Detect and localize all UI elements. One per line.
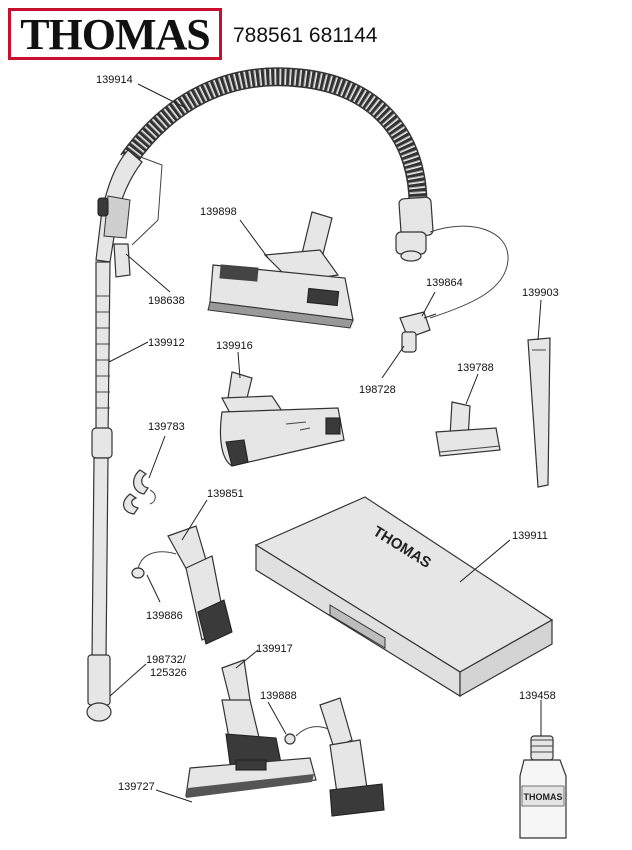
label-139864: 139864 (426, 277, 463, 289)
detergent-bottle-139458: THOMAS (519, 735, 567, 839)
label-198638: 198638 (148, 295, 185, 307)
label-139912: 139912 (148, 337, 185, 349)
label-139914: 139914 (96, 74, 133, 86)
bottle-brand-text: THOMAS (524, 792, 563, 802)
floor-nozzle-139898 (207, 211, 354, 329)
upholstery-nozzle-139788 (435, 401, 501, 457)
accessory-case-139911: THOMAS (254, 496, 554, 698)
turbo-brush-139916 (219, 371, 345, 467)
label-139886: 139886 (146, 610, 183, 622)
wash-nozzle-139917 (185, 659, 317, 798)
label-139903: 139903 (522, 287, 559, 299)
spray-nozzle-139851 (131, 525, 233, 645)
label-139916: 139916 (216, 340, 253, 352)
clips-139783 (123, 469, 156, 515)
label-139788: 139788 (457, 362, 494, 374)
label-139917: 139917 (256, 643, 293, 655)
label-139888: 139888 (260, 690, 297, 702)
leader-lines (108, 83, 542, 803)
crevice-tool-139903 (527, 337, 551, 488)
label-198728: 198728 (359, 384, 396, 396)
model-numbers: 788561 681144 (233, 24, 378, 47)
hose-139914 (95, 67, 509, 319)
label-139851: 139851 (207, 488, 244, 500)
label-139783: 139783 (148, 421, 185, 433)
label-139911: 139911 (512, 530, 548, 542)
thomas-logo: THOMAS (8, 8, 222, 60)
label-198732: 198732/ (146, 654, 186, 666)
spray-connector-198728 (399, 311, 437, 353)
logo-text: THOMAS (20, 10, 211, 59)
label-139458: 139458 (519, 690, 556, 702)
carpet-tool-139888 (284, 697, 385, 817)
wand-139912 (86, 261, 113, 722)
label-139898: 139898 (200, 206, 237, 218)
label-139727: 139727 (118, 781, 155, 793)
label-125326: 125326 (150, 667, 187, 679)
